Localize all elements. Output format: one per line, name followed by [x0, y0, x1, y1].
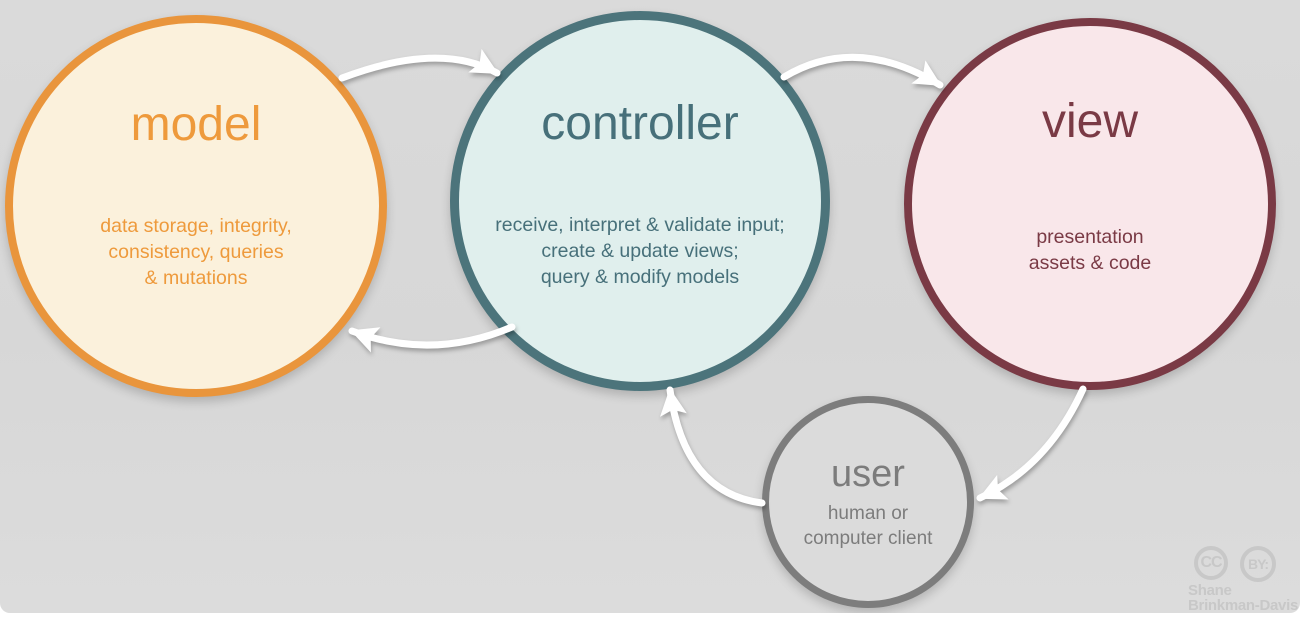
cc-by-icon: BY: [1240, 546, 1276, 582]
author-credit: Shane Brinkman-Davis [1188, 582, 1299, 614]
node-model: model data storage, integrity, consisten… [5, 15, 387, 397]
node-user: user human or computer client [762, 396, 974, 608]
node-controller-description: receive, interpret & validate input; cre… [495, 214, 785, 288]
node-model-description: data storage, integrity, consistency, qu… [100, 215, 292, 289]
node-view: view presentation assets & code [904, 18, 1276, 390]
node-model-title: model [130, 98, 262, 151]
arrow-controller-to-model-icon [348, 323, 516, 353]
arrow-model-to-controller-icon [338, 48, 501, 82]
node-user-description: human or computer client [803, 503, 933, 549]
node-view-title: view [1041, 95, 1139, 148]
slide-bottom-edge [0, 613, 1300, 620]
node-controller-title: controller [541, 97, 739, 150]
cc-license-icon: CC [1194, 546, 1228, 580]
arrow-user-to-controller-icon [660, 386, 766, 507]
arrow-controller-to-view-icon [780, 53, 944, 89]
node-user-title: user [831, 453, 905, 495]
arrow-view-to-user-icon [976, 385, 1087, 502]
node-view-description: presentation assets & code [1028, 226, 1152, 274]
